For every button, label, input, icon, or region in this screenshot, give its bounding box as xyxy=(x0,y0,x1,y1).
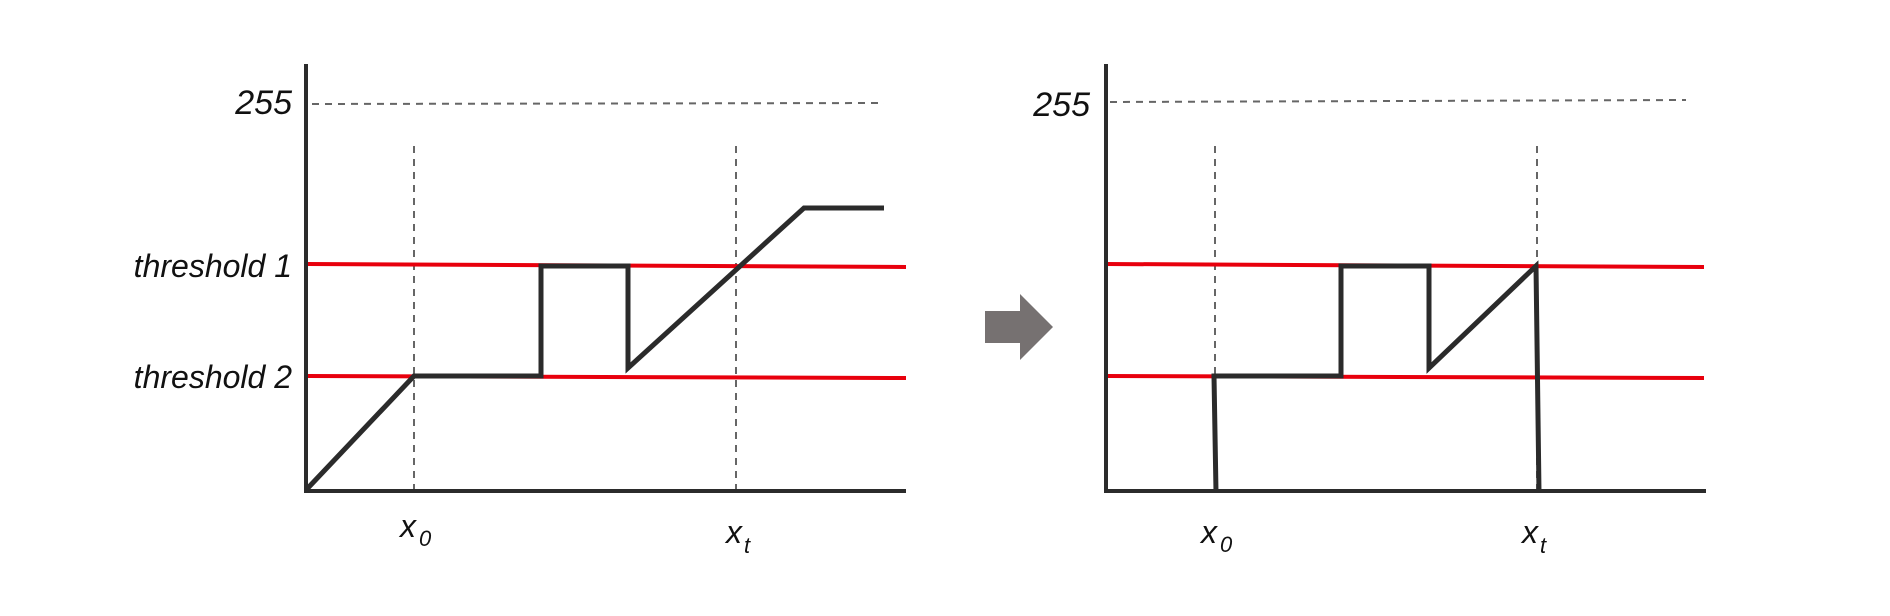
left-threshold-2-line xyxy=(307,374,907,380)
right-x0-sub: 0 xyxy=(1220,532,1233,557)
left-255-label: 255 xyxy=(234,84,292,122)
right-x0-main: x xyxy=(1199,514,1218,550)
right-xt-main: x xyxy=(1520,514,1539,550)
right-255-guide xyxy=(1109,99,1687,103)
left-panel: 255 threshold 1 threshold 2 x 0 x t xyxy=(134,64,907,558)
left-x0-label: x 0 xyxy=(398,508,432,551)
right-x0-label: x 0 xyxy=(1199,514,1233,557)
left-x0-main: x xyxy=(398,508,417,544)
right-signal-curve xyxy=(1211,260,1542,493)
right-threshold-2-line xyxy=(1105,374,1705,380)
left-255-guide xyxy=(311,102,885,105)
left-threshold-2-label: threshold 2 xyxy=(134,359,293,395)
left-xt-sub: t xyxy=(744,533,751,558)
right-arrow-icon xyxy=(985,294,1053,360)
left-signal-curve xyxy=(304,205,884,492)
right-xt-label: x t xyxy=(1520,514,1547,558)
right-panel: 255 x 0 x t xyxy=(1032,64,1706,558)
left-xt-main: x xyxy=(724,514,743,550)
left-xt-label: x t xyxy=(724,514,751,558)
left-x0-sub: 0 xyxy=(419,526,432,551)
left-threshold-1-label: threshold 1 xyxy=(134,248,292,284)
right-255-label: 255 xyxy=(1032,86,1090,124)
right-xt-sub: t xyxy=(1540,533,1547,558)
